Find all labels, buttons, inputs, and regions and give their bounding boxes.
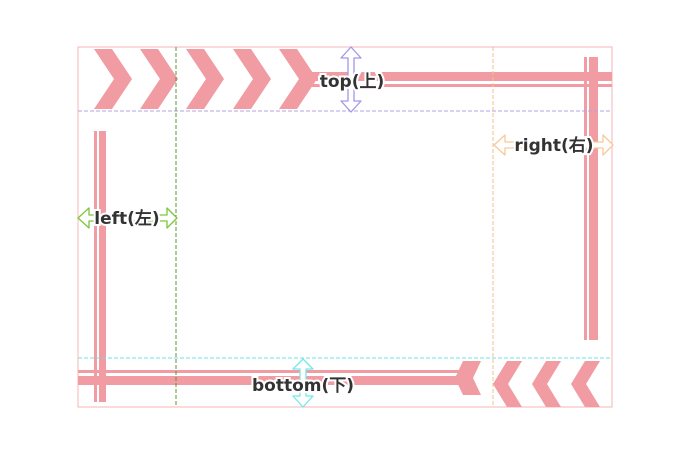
left-label: left(左) xyxy=(94,208,159,229)
bottom-stripe xyxy=(78,376,473,385)
chevron-right-icon xyxy=(186,49,224,109)
top-chevrons xyxy=(94,49,317,109)
chevron-right-icon xyxy=(94,49,132,109)
top-stripe-thin xyxy=(300,84,612,87)
bottom-stripe-thin xyxy=(78,370,473,373)
left-arrow-icon xyxy=(77,207,178,229)
bottom-label: bottom(下) xyxy=(252,376,354,396)
right-arrow-icon xyxy=(493,134,614,156)
outer-frame xyxy=(77,46,613,408)
left-stripe-thick xyxy=(99,131,106,402)
right-label: right(右) xyxy=(514,135,593,156)
bottom-arrow-icon xyxy=(292,358,314,408)
left-stripe xyxy=(94,131,97,402)
chevron-left-icon xyxy=(455,361,481,395)
chevron-right-icon xyxy=(140,49,178,109)
border-pattern xyxy=(78,49,612,407)
top-stripe xyxy=(300,72,612,81)
top-arrow-icon xyxy=(340,46,362,113)
top-label: top(上) xyxy=(320,72,385,92)
chevron-left-icon xyxy=(571,361,600,407)
chevron-left-icon xyxy=(493,361,522,407)
right-stripe xyxy=(589,57,598,340)
chevron-right-icon xyxy=(233,49,271,109)
bottom-chevrons xyxy=(455,361,600,407)
chevron-left-icon xyxy=(532,361,561,407)
right-stripe-thin xyxy=(584,57,587,340)
